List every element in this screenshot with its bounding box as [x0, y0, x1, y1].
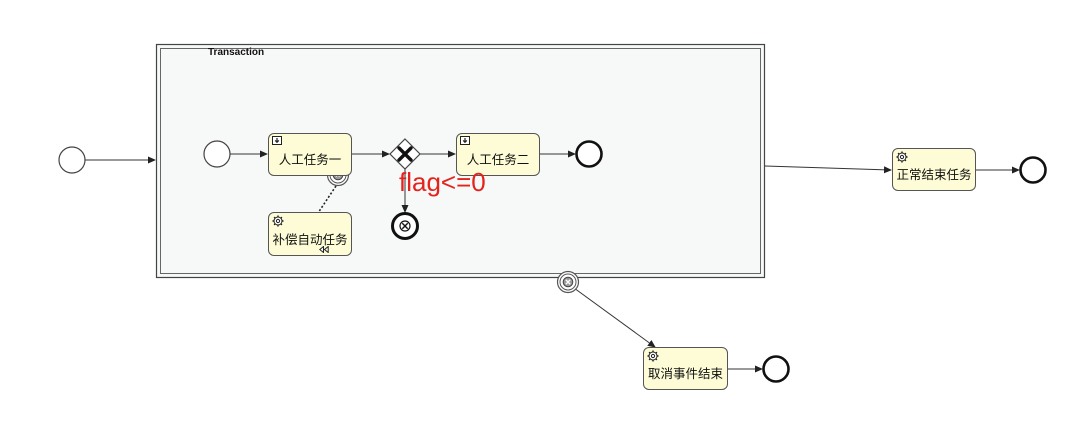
user-task-icon	[272, 136, 282, 145]
cancel-x-icon	[401, 222, 409, 230]
transaction-title: Transaction	[208, 47, 265, 58]
gear-icon	[896, 151, 908, 163]
normal-end-event[interactable]	[1019, 156, 1047, 184]
user-task-2-label: 人工任务二	[466, 152, 530, 167]
cancel-boundary-event[interactable]	[556, 270, 580, 294]
compensation-task-label: 补偿自动任务	[272, 232, 348, 247]
user-task-1-label: 人工任务一	[278, 152, 342, 167]
normal-end-task[interactable]: 正常结束任务	[892, 148, 976, 191]
gateway-x-icon	[397, 146, 413, 162]
user-task-1[interactable]: 人工任务一	[268, 133, 352, 176]
compensation-task[interactable]: 补偿自动任务	[268, 212, 352, 256]
cancel-end-task-label: 取消事件结束	[647, 366, 723, 381]
gear-icon	[647, 350, 659, 362]
condition-label: flag<=0	[399, 167, 486, 197]
transaction-inner-border	[160, 48, 761, 274]
outer-start-event[interactable]	[58, 146, 86, 174]
flow-transaction-to-normal-task[interactable]	[764, 165, 892, 174]
flow-cancel-boundary-to-task[interactable]	[573, 287, 656, 348]
compensation-marker-icon	[319, 246, 329, 253]
user-task-icon	[460, 136, 470, 145]
cancel-path-end-event[interactable]	[762, 355, 790, 383]
user-task-2[interactable]: 人工任务二	[456, 133, 540, 176]
normal-end-task-label: 正常结束任务	[896, 167, 972, 182]
inner-end-event[interactable]	[575, 140, 603, 168]
inner-start-event[interactable]	[203, 140, 231, 168]
cancel-end-task[interactable]: 取消事件结束	[643, 347, 728, 390]
gear-icon	[272, 215, 284, 227]
compensation-association[interactable]	[317, 185, 337, 214]
